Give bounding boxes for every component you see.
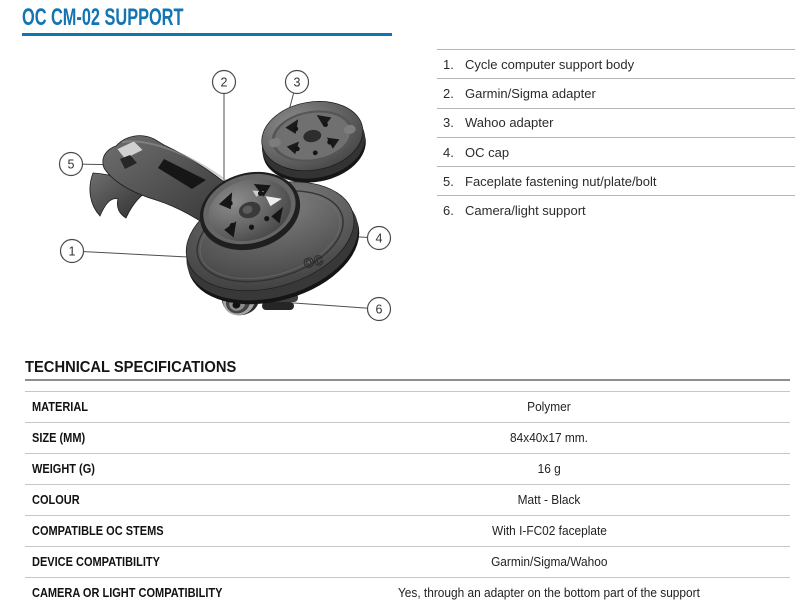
part-label: Cycle computer support body: [465, 56, 635, 72]
spec-value: Yes, through an adapter on the bottom pa…: [398, 586, 700, 600]
faceplate-nut: [116, 140, 144, 160]
part-number: 5.: [443, 173, 454, 189]
parts-list-item: 6. Camera/light support: [437, 195, 795, 224]
spec-row: DEVICE COMPATIBILITY Garmin/Sigma/Wahoo: [25, 546, 790, 578]
parts-list-item: 2. Garmin/Sigma adapter: [437, 78, 795, 107]
parts-list-item: 4. OC cap: [437, 136, 795, 166]
part-number: 4.: [443, 144, 454, 160]
wahoo-adapter-disc: [261, 101, 366, 183]
product-illustration: oc 1 2 3 4: [58, 69, 392, 322]
svg-text:6: 6: [376, 303, 383, 317]
spec-row: MATERIAL Polymer: [25, 391, 790, 423]
page-title-underline: OC CM-02 SUPPORT: [22, 6, 392, 36]
svg-text:1: 1: [69, 245, 76, 259]
callout-line-6: [279, 301, 380, 310]
part-label: Faceplate fastening nut/plate/bolt: [465, 173, 657, 189]
spec-value: Garmin/Sigma/Wahoo: [490, 555, 608, 569]
part-label: OC cap: [465, 144, 510, 160]
product-figure: oc 1 2 3 4: [30, 50, 400, 350]
callouts: 1 2 3 4 5: [58, 69, 392, 322]
svg-text:2: 2: [221, 76, 228, 90]
spec-label: WEIGHT (G): [32, 462, 95, 476]
callout-4: 4: [366, 225, 392, 251]
spec-row: WEIGHT (G) 16 g: [25, 453, 790, 485]
spec-label: COMPATIBLE OC STEMS: [32, 524, 164, 538]
parts-list-item: 1. Cycle computer support body: [437, 49, 795, 78]
callout-5: 5: [58, 151, 84, 177]
spec-label: SIZE (MM): [32, 431, 86, 445]
callout-2: 2: [211, 69, 237, 95]
spec-value: 16 g: [537, 462, 561, 476]
spec-row: SIZE (MM) 84x40x17 mm.: [25, 422, 790, 454]
callout-3: 3: [284, 69, 310, 95]
spec-value: 84x40x17 mm.: [510, 431, 588, 445]
spec-label: MATERIAL: [32, 400, 89, 414]
spec-label: DEVICE COMPATIBILITY: [32, 555, 160, 569]
part-number: 1.: [443, 56, 454, 72]
callout-6: 6: [366, 296, 392, 322]
part-label: Wahoo adapter: [465, 115, 554, 131]
spec-row: COMPATIBLE OC STEMS With I-FC02 faceplat…: [25, 515, 790, 547]
spec-value: Matt - Black: [517, 493, 581, 507]
spec-label: CAMERA OR LIGHT COMPATIBILITY: [32, 586, 223, 600]
part-label: Garmin/Sigma adapter: [465, 85, 596, 101]
garmin-sigma-adapter: [199, 171, 301, 251]
spec-label: COLOUR: [32, 493, 80, 507]
part-label: Camera/light support: [465, 203, 586, 219]
callout-1: 1: [59, 238, 85, 264]
part-number: 2.: [443, 85, 454, 101]
spec-value: With I-FC02 faceplate: [491, 524, 607, 538]
svg-text:3: 3: [294, 76, 301, 90]
part-number: 3.: [443, 115, 454, 131]
parts-list-item: 3. Wahoo adapter: [437, 107, 795, 137]
spec-value: Polymer: [527, 400, 571, 414]
parts-list-item: 5. Faceplate fastening nut/plate/bolt: [437, 166, 795, 195]
specs-header: TECHNICAL SPECIFICATIONS: [25, 359, 790, 381]
spec-row: CAMERA OR LIGHT COMPATIBILITY Yes, throu…: [25, 577, 790, 602]
svg-text:4: 4: [376, 232, 383, 246]
spec-row: COLOUR Matt - Black: [25, 484, 790, 516]
specs-title: TECHNICAL SPECIFICATIONS: [25, 359, 237, 376]
svg-text:5: 5: [68, 158, 75, 172]
arm-window: [158, 159, 206, 189]
part-number: 6.: [443, 203, 454, 219]
specs-table: MATERIAL Polymer SIZE (MM) 84x40x17 mm. …: [25, 391, 790, 602]
parts-list: 1. Cycle computer support body 2. Garmin…: [437, 49, 795, 225]
page-title: OC CM-02 SUPPORT: [22, 4, 184, 31]
